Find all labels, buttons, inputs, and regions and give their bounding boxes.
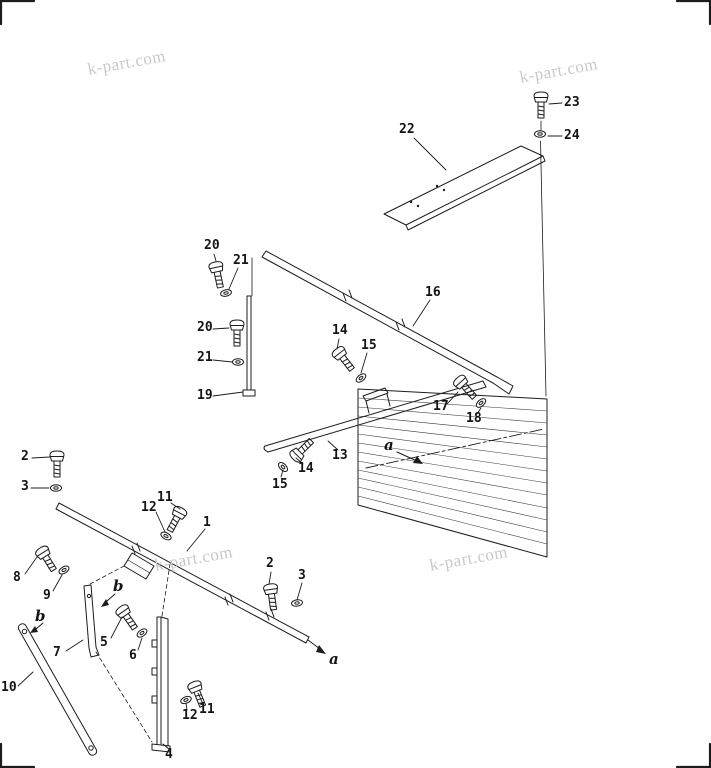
bolt-5 [113, 602, 142, 633]
callout-11-lower: 11 [199, 702, 215, 717]
rail-16 [261, 250, 514, 395]
washer-12-upper [159, 530, 173, 542]
bolt-14-upper [329, 344, 359, 375]
callout-19: 19 [197, 388, 213, 403]
callout-15-upper: 15 [361, 338, 377, 353]
view-arrow-b-lower [30, 622, 44, 633]
callout-8: 8 [13, 570, 21, 585]
view-arrow-a-lower [307, 639, 326, 654]
bracket-under-rail-1 [123, 552, 155, 580]
washer-18 [474, 396, 488, 410]
washer-21-upper [219, 288, 233, 298]
callout-18: 18 [466, 411, 482, 426]
callout-24: 24 [564, 128, 580, 143]
callout-3-right: 3 [298, 568, 306, 583]
callout-20-lower: 20 [197, 320, 213, 335]
channel-4 [151, 616, 171, 753]
leader-lines [17, 102, 563, 751]
washer-24 [534, 130, 546, 138]
bolt-11-upper [163, 504, 189, 535]
washer-3-left [50, 484, 62, 492]
bolt-2-left [49, 450, 65, 478]
callout-15-lower: 15 [272, 477, 288, 492]
strap-10 [17, 623, 98, 756]
bolt-2-right [262, 582, 282, 612]
projection-lines [89, 563, 171, 743]
callout-1: 1 [203, 515, 211, 530]
callout-9: 9 [43, 588, 51, 603]
panel-hatch-lines [357, 397, 548, 545]
callout-2-right: 2 [266, 556, 274, 571]
view-letter-a-upper: a [384, 436, 394, 454]
bolt-23 [533, 91, 549, 119]
side-panel [357, 388, 548, 558]
callout-12-lower: 12 [182, 708, 198, 723]
callout-14-upper: 14 [332, 323, 348, 338]
bracket-7 [83, 584, 100, 658]
callout-6: 6 [129, 648, 137, 663]
view-letter-b-upper: b [113, 577, 124, 595]
bolt-8 [33, 543, 61, 575]
view-letter-b-lower: b [35, 607, 46, 625]
callout-21-upper: 21 [233, 253, 249, 268]
callout-20-upper: 20 [204, 238, 220, 253]
callout-5: 5 [100, 635, 108, 650]
callout-22: 22 [399, 122, 415, 137]
callout-4: 4 [165, 747, 173, 762]
panel-centerline [365, 428, 545, 469]
callout-11-upper: 11 [157, 490, 173, 505]
bolt-20-lower [229, 319, 245, 347]
view-arrow-a-upper [396, 451, 423, 464]
callout-14-lower: 14 [298, 461, 314, 476]
callout-10: 10 [1, 680, 17, 695]
rail-1 [55, 502, 310, 644]
callout-13: 13 [332, 448, 348, 463]
bolt-17 [451, 372, 481, 403]
callout-23: 23 [564, 95, 580, 110]
washer-9 [57, 563, 71, 577]
callout-17: 17 [433, 399, 449, 414]
callout-21-lower: 21 [197, 350, 213, 365]
washer-6 [135, 626, 149, 640]
washer-15-upper [354, 371, 368, 385]
bolt-23-axis-line [540, 120, 547, 397]
rod-19 [242, 257, 256, 397]
callout-2-left: 2 [21, 449, 29, 464]
bolt-14-lower [287, 435, 317, 465]
callout-12-upper: 12 [141, 500, 157, 515]
view-letter-a-lower: a [329, 650, 339, 668]
callout-16: 16 [425, 285, 441, 300]
bolt-20-upper [207, 260, 228, 290]
view-arrow-b-upper [101, 593, 116, 607]
callout-3-left: 3 [21, 479, 29, 494]
plate-22 [383, 145, 546, 231]
rail-13 [263, 380, 487, 453]
washer-21-lower [232, 358, 244, 366]
callout-7: 7 [53, 645, 61, 660]
